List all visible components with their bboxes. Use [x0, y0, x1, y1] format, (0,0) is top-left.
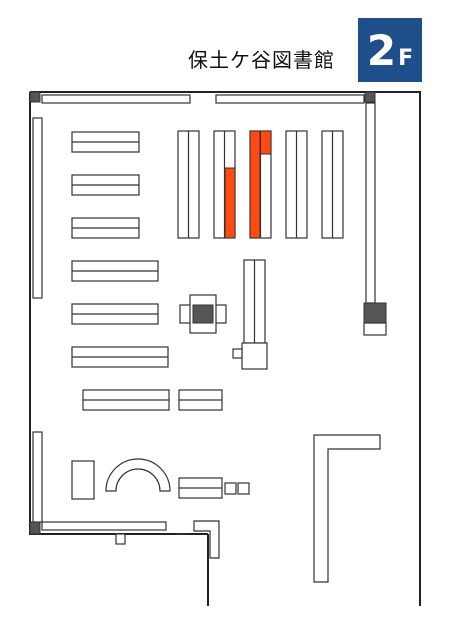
- wall-shelf-left-upper: [32, 117, 43, 299]
- low-shelf: [178, 477, 223, 499]
- table-center: [192, 304, 214, 324]
- stack-v3: [249, 130, 272, 239]
- pillar-top-left: [29, 91, 41, 103]
- shelf-l1: [71, 131, 140, 153]
- wall-shelf-top-left: [41, 94, 191, 104]
- curved-shelf: [105, 458, 171, 492]
- wall-shelf-left-lower: [32, 431, 43, 523]
- kids-corner: [71, 458, 250, 500]
- stack-v4: [285, 130, 308, 239]
- shelf-l4: [71, 260, 159, 282]
- shelf-l7: [82, 389, 170, 411]
- shelf-l3: [71, 217, 140, 239]
- stool-1: [224, 482, 237, 495]
- left-shelves: [71, 131, 223, 411]
- stack-v2: [213, 130, 236, 239]
- shelf-l5: [71, 303, 159, 325]
- reading-table: [179, 294, 227, 334]
- shelf-l2: [71, 174, 140, 196]
- wall-shelf-bottom: [41, 521, 167, 531]
- wall-top-right: [30, 91, 421, 606]
- floor-letter: F: [398, 46, 414, 71]
- center-counter: [241, 342, 268, 370]
- stack-v1: [177, 130, 200, 239]
- l-counter: [313, 434, 381, 583]
- shelf-l6: [71, 346, 169, 368]
- pillar-top-right: [364, 91, 376, 103]
- highlight-stack-v3-right: [260, 130, 272, 155]
- pillar-right: [363, 302, 387, 324]
- shelf-l8: [178, 389, 223, 411]
- entrance-post: [115, 533, 126, 545]
- center-shelf: [232, 259, 268, 370]
- stool-2: [237, 482, 250, 495]
- stack-v5: [321, 130, 344, 239]
- center-stool: [232, 348, 243, 359]
- pillar-bottom-left: [29, 521, 41, 535]
- entrance: [115, 520, 220, 559]
- pillar-right-base: [363, 322, 387, 336]
- wall-shelves: [32, 94, 387, 531]
- bench: [71, 460, 95, 500]
- walls: [29, 91, 421, 606]
- entrance-counter: [193, 520, 220, 559]
- library-name: 保土ケ谷図書館: [188, 48, 335, 72]
- wall-shelf-right: [365, 102, 376, 304]
- highlight-stack-v3-left: [249, 130, 261, 239]
- highlight-stack-v2: [224, 167, 236, 239]
- floor-number: 2: [366, 26, 397, 75]
- vertical-stacks: [177, 130, 344, 239]
- wall-shelf-top-right: [215, 94, 365, 104]
